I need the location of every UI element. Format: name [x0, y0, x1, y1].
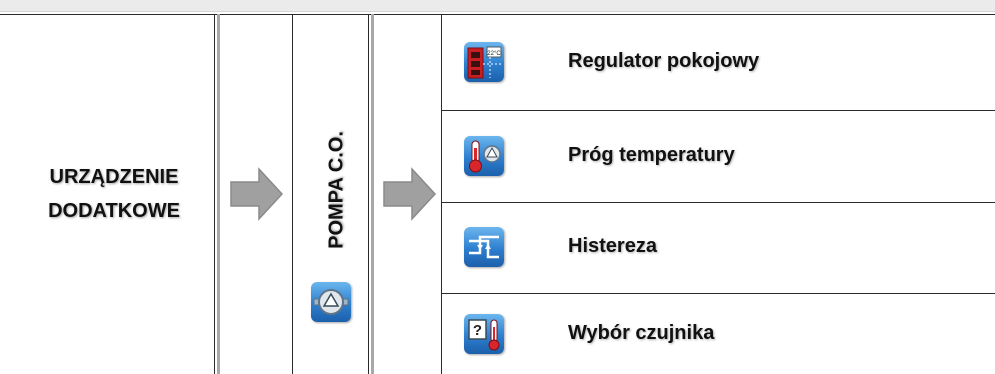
divider-mid-right [368, 14, 369, 374]
submenu-label: POMPA C.O. [325, 131, 348, 249]
option-label-hysteresis[interactable]: Histereza [568, 235, 657, 257]
divider-options [441, 14, 442, 374]
row-separator-2 [441, 202, 995, 203]
icon-question-mark: ? [473, 322, 482, 339]
device-label-line1: URZĄDZENIE [49, 166, 179, 188]
device-label-line2: DODATKOWE [48, 200, 180, 222]
sensor-selection-icon[interactable]: ? [464, 314, 504, 354]
divider-mid-left [292, 14, 293, 374]
room-regulator-icon[interactable]: 22°C [464, 42, 504, 82]
option-label-room-regulator[interactable]: Regulator pokojowy [568, 50, 760, 72]
pump-icon[interactable] [311, 282, 351, 322]
divider-mid-double [371, 14, 374, 374]
arrow-right-icon [383, 167, 437, 221]
row-separator-3 [441, 293, 995, 294]
row-separator-1 [441, 110, 995, 111]
table-top-border [0, 14, 995, 15]
divider-left-double [217, 14, 220, 374]
option-label-temperature-threshold[interactable]: Próg temperatury [568, 144, 735, 166]
hysteresis-icon[interactable] [464, 227, 504, 267]
device-label: URZĄDZENIE DODATKOWE [28, 160, 200, 228]
top-bar [0, 0, 995, 12]
option-label-sensor-selection[interactable]: Wybór czujnika [568, 322, 715, 344]
temperature-threshold-icon[interactable] [464, 136, 504, 176]
arrow-right-icon [230, 167, 284, 221]
divider-left [214, 14, 215, 374]
icon-temp-readout: 22°C [487, 51, 501, 57]
